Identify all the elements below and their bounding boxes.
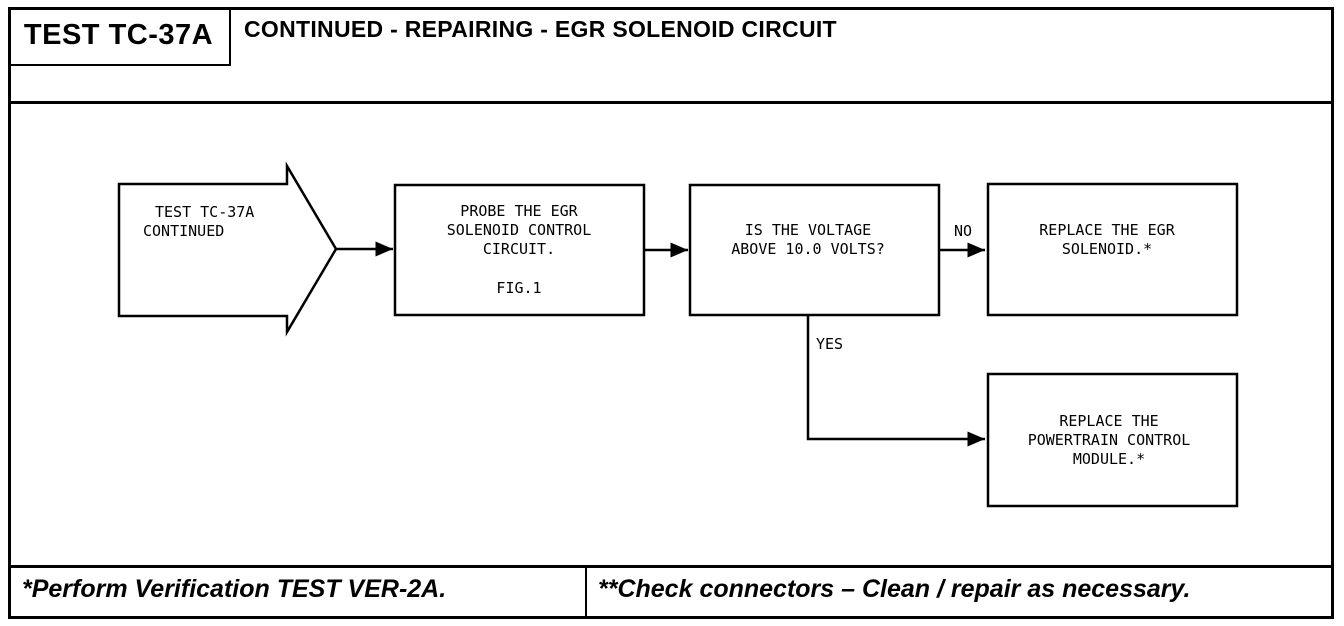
replace-pcm-box bbox=[986, 372, 1239, 508]
page-frame bbox=[8, 7, 1334, 619]
probe-box bbox=[393, 183, 646, 317]
yes-branch-label: YES bbox=[816, 335, 843, 353]
replace-egr-text-line-2: SOLENOID.* bbox=[1062, 240, 1152, 258]
probe-text-line-2: SOLENOID CONTROL bbox=[447, 221, 592, 239]
probe-text-line-3: CIRCUIT. bbox=[483, 240, 555, 258]
question-text-line-1: IS THE VOLTAGE bbox=[745, 221, 871, 239]
probe-figure-ref: FIG.1 bbox=[496, 279, 541, 297]
footer-divider bbox=[8, 565, 1334, 568]
test-id-label: TEST TC-37A bbox=[8, 7, 231, 66]
page-title: CONTINUED - REPAIRING - EGR SOLENOID CIR… bbox=[244, 16, 837, 42]
replace-pcm-text-line-3: MODULE.* bbox=[1073, 450, 1145, 468]
start-text-line-1: TEST TC-37A bbox=[155, 203, 254, 221]
connectors-note: **Check connectors – Clean / repair as n… bbox=[598, 575, 1191, 603]
verification-note: *Perform Verification TEST VER-2A. bbox=[22, 575, 447, 603]
footer-split bbox=[585, 565, 587, 619]
replace-egr-text-line-1: REPLACE THE EGR bbox=[1039, 221, 1175, 239]
replace-egr-solenoid-box bbox=[986, 182, 1239, 317]
replace-pcm-text-line-1: REPLACE THE bbox=[1059, 412, 1158, 430]
replace-pcm-text-line-2: POWERTRAIN CONTROL bbox=[1028, 431, 1191, 449]
header-divider bbox=[8, 101, 1334, 104]
connector-question-yes bbox=[806, 315, 985, 447]
probe-text-line-1: PROBE THE EGR bbox=[460, 202, 578, 220]
question-text-line-2: ABOVE 10.0 VOLTS? bbox=[731, 240, 885, 258]
start-text-line-2: CONTINUED bbox=[143, 222, 224, 240]
no-branch-label: NO bbox=[954, 222, 972, 240]
start-arrow-shape bbox=[117, 161, 338, 337]
